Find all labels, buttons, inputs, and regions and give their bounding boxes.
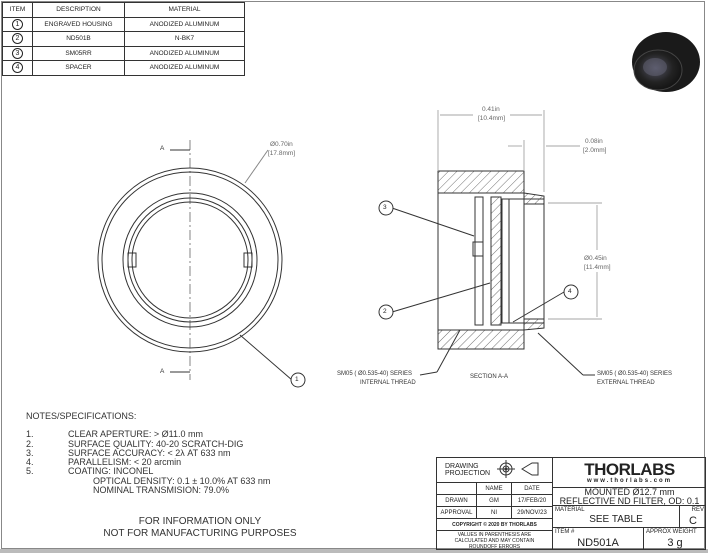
thorlabs-url: www.thorlabs.com (586, 478, 673, 484)
material-value: SEE TABLE (589, 514, 643, 525)
approval-name: NI (477, 507, 512, 519)
external-thread-label: SM05 ( Ø0.535-40) SERIES (597, 371, 673, 377)
step-dim-mm: [2.0mm] (583, 147, 607, 154)
item-balloon: 2 (12, 33, 23, 45)
note-item: 3.SURFACE ACCURACY: < 2λ AT 633 nm (26, 447, 231, 458)
material-cell: ANODIZED ALUMINUM (124, 60, 245, 76)
name-header: NAME (477, 483, 512, 495)
thorlabs-logo: THORLABS (584, 460, 675, 479)
balloon-2: 2 (383, 308, 387, 315)
step-dim-in: 0.08in (585, 138, 603, 145)
projection-label: DRAWING PROJECTION (445, 463, 491, 477)
description-line-2: REFLECTIVE ND FILTER, OD: 0.1 (559, 495, 700, 506)
description-cell: SPACER (32, 60, 125, 76)
note-item: 5.COATING: INCONEL (26, 466, 154, 477)
internal-thread-label: SM05 ( Ø0.535-40) SERIES (337, 371, 413, 377)
section-marker-top: A (160, 145, 165, 152)
section-view (290, 110, 602, 388)
date-header: DATE (512, 483, 553, 495)
width-dim-in: 0.41in (482, 106, 500, 113)
note-item: 4.PARALLELISM: < 20 arcmin (26, 457, 182, 468)
note-sub: OPTICAL DENSITY: 0.1 ± 10.0% AT 633 nm (93, 475, 271, 486)
rev-value: C (689, 514, 697, 527)
notes-title: NOTES/SPECIFICATIONS: (26, 411, 137, 421)
note-item: 2.SURFACE QUALITY: 40-20 SCRATCH-DIG (26, 438, 244, 449)
note-item: 1.CLEAR APERTURE: > Ø11.0 mm (26, 429, 203, 440)
balloon-3: 3 (383, 204, 387, 211)
product-photo (632, 32, 700, 92)
material-label: MATERIAL (555, 507, 585, 513)
section-marker-bottom: A (160, 368, 165, 375)
width-dim-mm: [10.4mm] (478, 115, 506, 122)
item-balloon: 3 (12, 47, 23, 59)
title-block: DRAWING PROJECTION NAME DATE DRAWN GM 17… (436, 457, 706, 550)
scrollbar[interactable] (0, 549, 708, 553)
section-title: SECTION A-A (470, 374, 509, 380)
weight-value: 3 g (667, 536, 683, 549)
outer-diameter-mm: [17.8mm] (268, 150, 296, 157)
values-note: VALUES IN PARENTHESIS ARE CALCULATED AND… (437, 531, 553, 550)
balloon-4: 4 (568, 288, 572, 295)
bore-dim-in: Ø0.45in (584, 255, 607, 262)
item-number: ND501A (577, 536, 619, 549)
front-view (97, 140, 293, 381)
copyright: COPYRIGHT © 2020 BY THORLABS (437, 519, 553, 531)
internal-thread-label-2: INTERNAL THREAD (360, 380, 416, 386)
item-balloon: 4 (12, 62, 23, 74)
notes: NOTES/SPECIFICATIONS: 1.CLEAR APERTURE: … (26, 411, 271, 496)
projection-symbol (497, 460, 539, 478)
item-balloon: 1 (12, 18, 23, 30)
approval-date: 29/NOV/23 (512, 507, 553, 519)
note-sub: NOMINAL TRANSMISION: 79.0% (93, 485, 230, 496)
weight-label: APPROX WEIGHT (646, 529, 697, 535)
description-line-1: MOUNTED Ø12.7 mm (584, 486, 675, 497)
approval-label: APPROVAL (437, 507, 477, 519)
external-thread-label-2: EXTERNAL THREAD (597, 380, 655, 386)
drawn-date: 17/FEB/20 (512, 495, 553, 507)
drawn-label: DRAWN (437, 495, 477, 507)
bore-dim-mm: [11.4mm] (584, 264, 611, 271)
rev-label: REV (691, 507, 704, 513)
outer-diameter-in: Ø0.70in (270, 141, 293, 148)
drawn-name: GM (477, 495, 512, 507)
balloon-1: 1 (295, 376, 299, 383)
item-label: ITEM # (555, 529, 575, 535)
